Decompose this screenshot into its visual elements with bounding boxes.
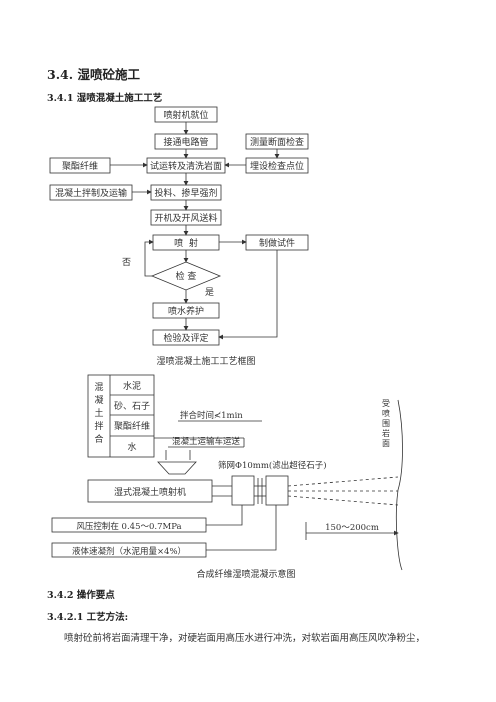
- mix-title-char-5: 合: [94, 433, 103, 445]
- step-label-2: 接通电路管: [163, 136, 208, 148]
- surface-char-3: 围: [382, 419, 390, 428]
- mix-table: [87, 374, 155, 458]
- section-heading: 3.4. 湿喷砼施工: [47, 67, 140, 82]
- side-label-measure: 测量断面检查: [250, 136, 304, 148]
- diagram-caption: 合成纤维湿喷混凝示意图: [196, 568, 295, 580]
- side-box-mix: [49, 184, 133, 201]
- flowchart-caption: 湿喷混凝土施工工艺框图: [156, 355, 255, 367]
- side-label-points: 埋设检查点位: [250, 160, 304, 172]
- screen-note: 筛网Φ10mm(滤出超径石子): [218, 460, 327, 471]
- step-label-1: 喷射机就位: [163, 109, 208, 121]
- side-box-fiber: [49, 157, 111, 174]
- step-label-6: 喷 射: [174, 237, 198, 249]
- rock-surface: [395, 399, 403, 571]
- yes-label: 是: [205, 287, 214, 298]
- step-label-7: 检 查: [176, 270, 197, 282]
- machine-label: 湿式混凝土喷射机: [114, 486, 186, 498]
- step-label-3: 试运转及清洗岩面: [150, 160, 222, 172]
- surface-char-2: 喷: [382, 408, 390, 418]
- time-note: 拌合时间≮1min: [180, 410, 243, 421]
- joint-left: [231, 475, 255, 506]
- mix-title-char-4: 拌: [94, 420, 103, 432]
- subsection-heading-operation: 3.4.2 操作要点: [47, 590, 115, 601]
- step-label-5: 开机及开风送料: [154, 212, 217, 224]
- surface-char-4: 岩: [382, 428, 390, 438]
- subsection-heading-method: 3.4.2.1 工艺方法:: [47, 612, 129, 623]
- side-label-specimen: 制做试件: [259, 237, 295, 249]
- transport-note: 混凝土运输车运送: [172, 436, 241, 447]
- step-label-4: 投料、掺早强剂: [154, 187, 217, 199]
- step-label-9: 检验及评定: [163, 332, 208, 344]
- pressure-label: 风压控制在 0.45～0.7MPa: [76, 521, 181, 532]
- mix-title-char-1: 混: [94, 382, 103, 393]
- surface-char-1: 受: [382, 398, 390, 408]
- material-cement: 水泥: [123, 380, 141, 392]
- additive-label: 液体速凝剂（水泥用量×4%）: [72, 546, 186, 557]
- distance-label: 150～200cm: [325, 523, 379, 533]
- no-label: 否: [122, 257, 131, 268]
- subsection-heading-process: 3.4.1 湿喷混凝土施工工艺: [47, 93, 163, 104]
- material-sand: 砂、石子: [114, 400, 150, 412]
- material-fiber: 聚酯纤维: [114, 420, 150, 432]
- joint-right: [265, 475, 289, 506]
- surface-char-5: 面: [382, 439, 390, 448]
- spray-machine-box: [87, 479, 213, 503]
- mix-title-char-2: 凝: [94, 395, 103, 406]
- mix-title-char-3: 土: [94, 407, 103, 419]
- step-label-8: 喷水养护: [168, 305, 204, 317]
- side-label-fiber: 聚酯纤维: [62, 160, 98, 172]
- material-water: 水: [127, 441, 136, 453]
- side-label-mix: 混凝土拌制及运输: [55, 187, 127, 199]
- hopper-icon: [157, 461, 197, 475]
- body-paragraph: 喷射砼前将岩面清理干净，对硬岩面用高压水进行冲洗，对软岩面用高压风吹净粉尘，: [64, 633, 426, 644]
